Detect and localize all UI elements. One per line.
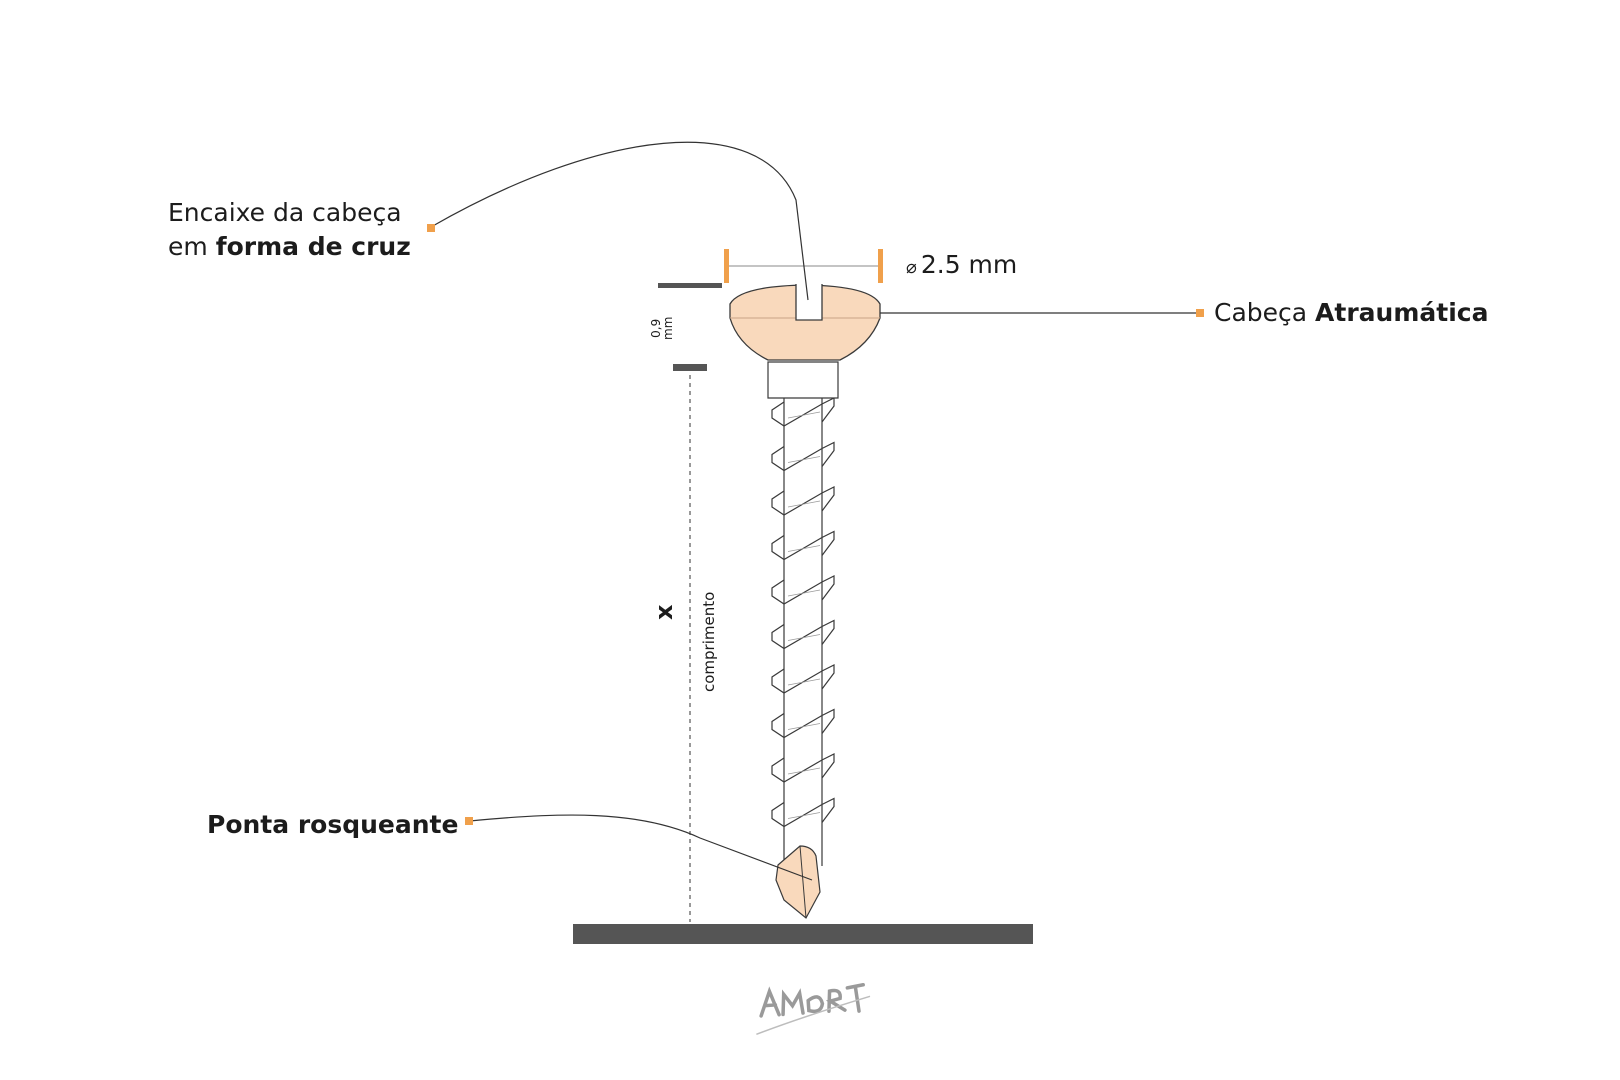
encaixe-marker [427, 224, 435, 232]
screw-head [729, 284, 881, 361]
cabeca-label-bold: Atraumática [1315, 298, 1489, 327]
diameter-symbol: ⌀ [906, 257, 917, 278]
screw-shaft [771, 396, 835, 866]
thread-shade [787, 500, 821, 508]
cabeca-marker [1196, 309, 1204, 317]
encaixe-label-line1: Encaixe da cabeça [168, 198, 402, 227]
head-height-unit: mm [661, 316, 675, 340]
thread-shade [787, 723, 821, 730]
base-plate [573, 924, 1033, 944]
cabeca-label-prefix: Cabeça [1214, 298, 1316, 327]
shaft-core [784, 396, 822, 866]
ponta-marker [465, 817, 473, 825]
ponta-label: Ponta rosqueante [207, 810, 459, 839]
diameter-label: ⌀2.5 mm [906, 249, 1017, 284]
encaixe-label: Encaixe da cabeça em forma de cruz [168, 196, 411, 264]
head-height-bottom-tick [673, 364, 707, 371]
length-symbol: x [650, 604, 678, 620]
thread-shade [787, 812, 821, 819]
encaixe-label-prefix: em [168, 232, 216, 261]
head-height-label: 0,9 mm [649, 316, 675, 340]
ponta-leader-line [469, 814, 813, 881]
encaixe-leader-line [430, 141, 809, 301]
head-height-top-tick [658, 283, 722, 288]
encaixe-label-bold: forma de cruz [215, 232, 411, 261]
diameter-left-tick [724, 249, 729, 283]
diameter-value: 2.5 mm [920, 250, 1018, 279]
thread-shade [787, 589, 821, 597]
head-slot [795, 284, 823, 321]
encaixe-label-line2: em forma de cruz [168, 230, 411, 264]
thread-shade [787, 678, 821, 686]
diameter-right-tick [878, 249, 883, 283]
length-word: comprimento [700, 591, 718, 692]
thread-shade [787, 456, 821, 463]
thread-shade [787, 634, 821, 641]
thread-shade [787, 545, 821, 552]
cabeca-label: Cabeça Atraumática [1214, 297, 1488, 329]
screw-tip [775, 845, 821, 919]
brand-logo [756, 983, 871, 1036]
thread-shade [787, 767, 821, 775]
screw-tip-edge [799, 845, 807, 919]
screw-neck [767, 361, 839, 399]
thread-shade [787, 411, 821, 419]
